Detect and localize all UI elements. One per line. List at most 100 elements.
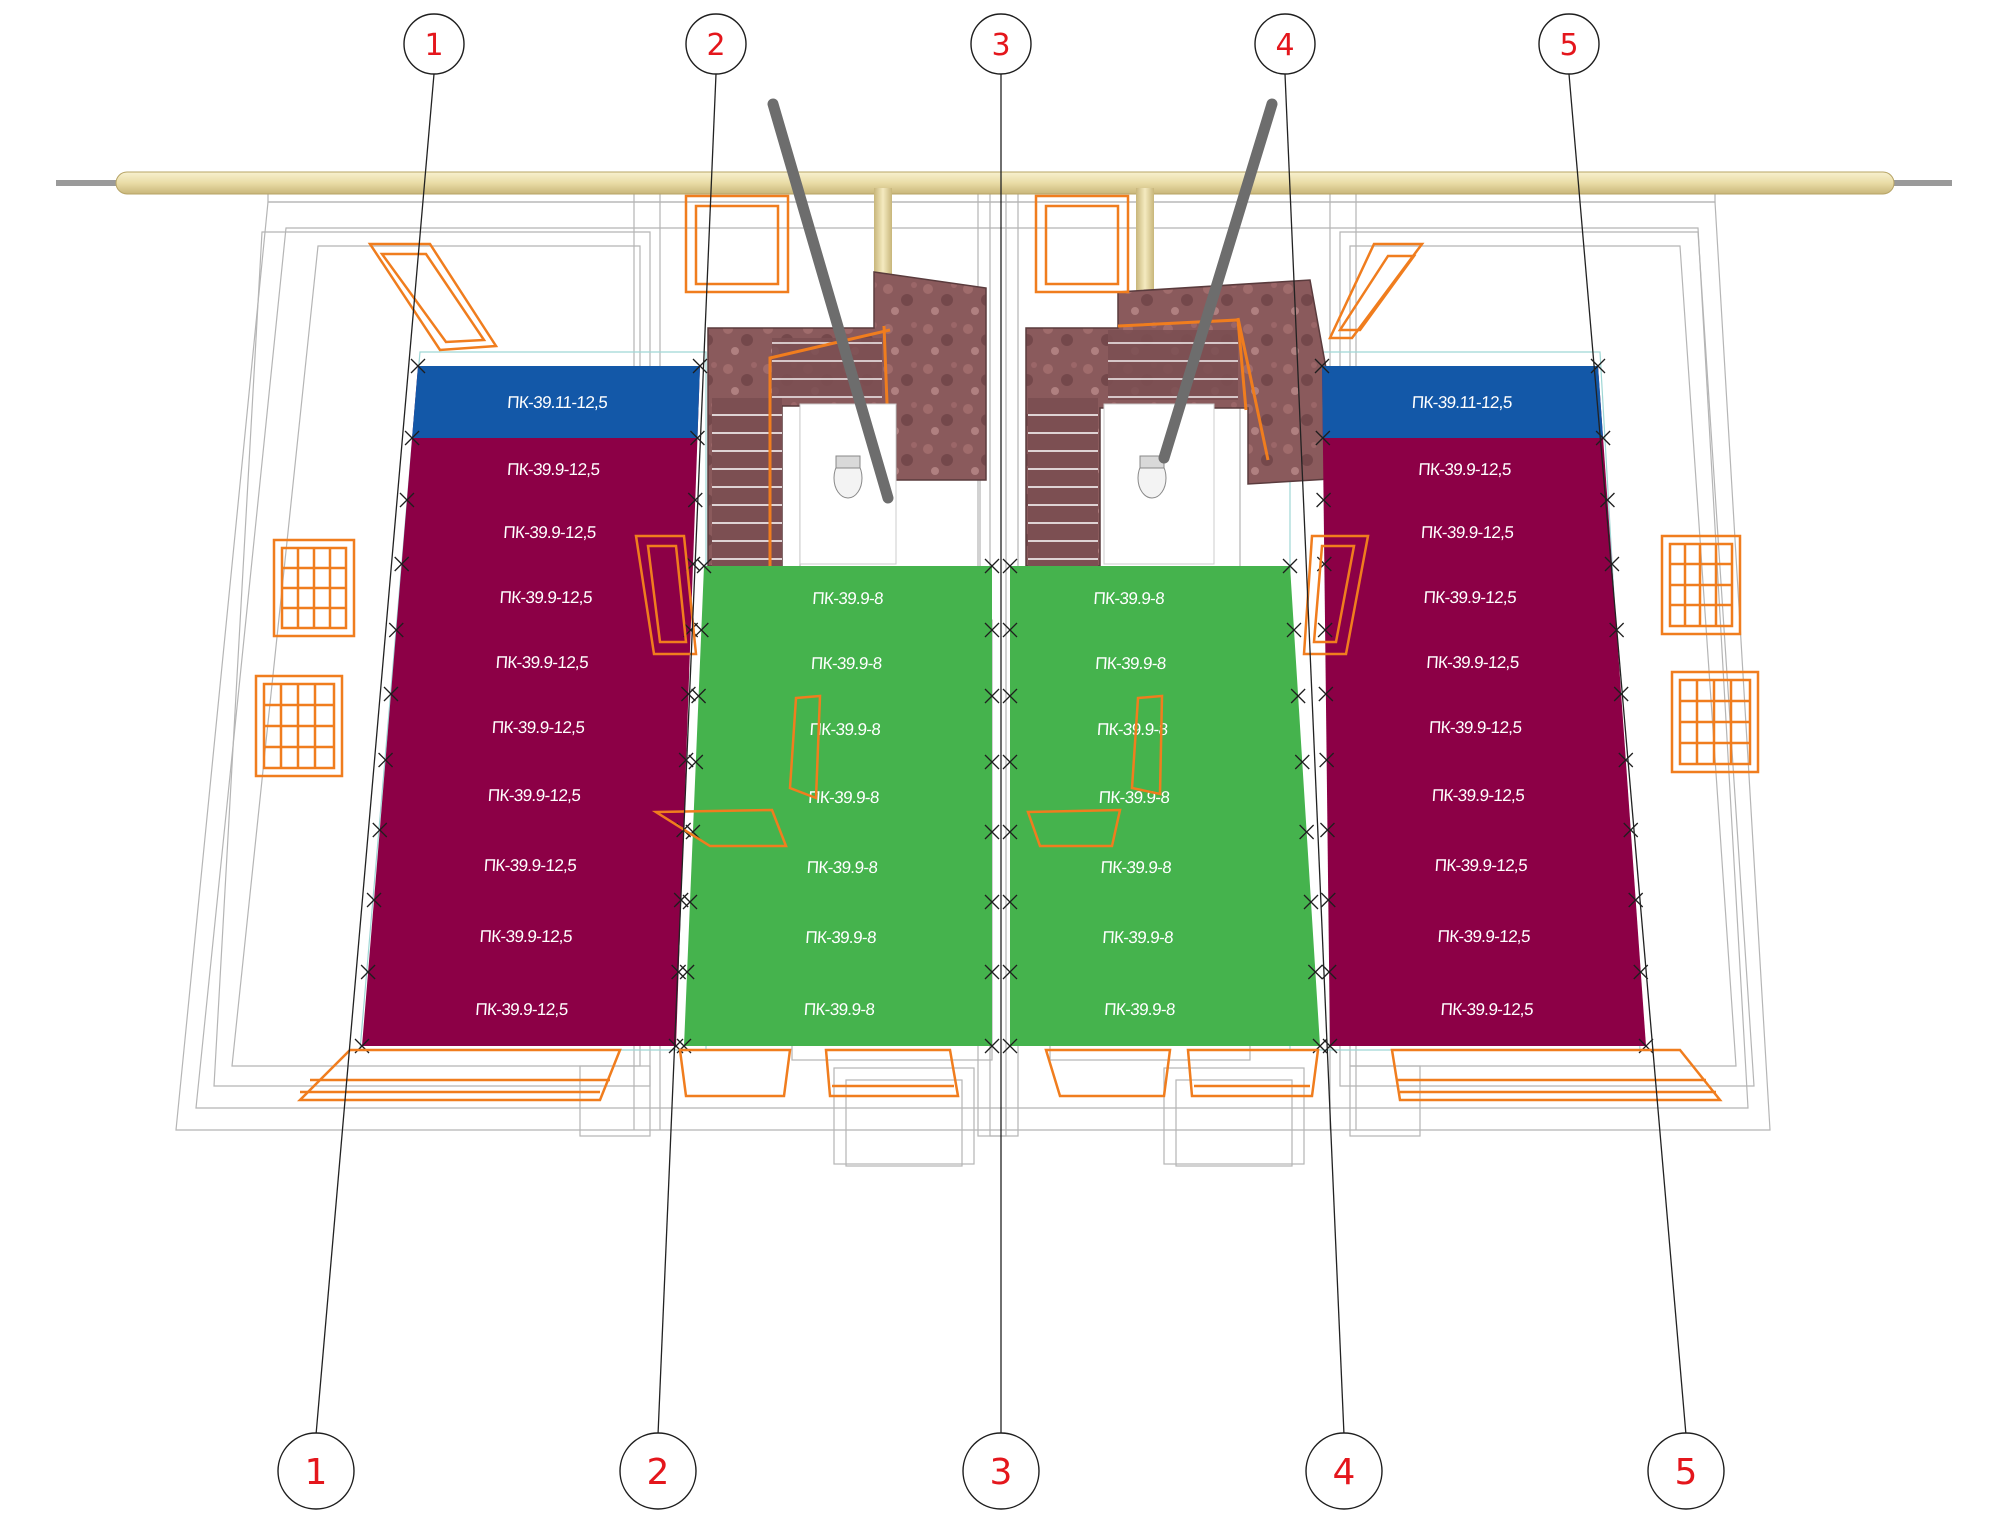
sill-center-right-2	[1044, 1048, 1172, 1098]
right-bay-end-slab	[1322, 366, 1604, 438]
slab-label-layer: ПК-39.11-12,5ПК-39.9-12,5ПК-39.9-12,5ПК-…	[475, 393, 1534, 1019]
slab-label: ПК-39.9-12,5	[1434, 856, 1528, 875]
slab-label: ПК-39.9-12,5	[1423, 588, 1517, 607]
slab-anchor-mark	[1623, 822, 1639, 838]
slab-anchor-mark	[1604, 556, 1620, 572]
slab-anchor-mark	[360, 964, 376, 980]
slab-label: ПК-39.9-12,5	[1431, 786, 1525, 805]
slab-anchor-mark	[984, 894, 1000, 910]
slab-label: ПК-39.11-12,5	[1411, 393, 1512, 412]
slab-anchor-mark	[1002, 894, 1018, 910]
grid-axis-label: 4	[1275, 28, 1294, 63]
slab-label: ПК-39.9-12,5	[491, 718, 585, 737]
window-frame-right-bottom	[1670, 670, 1760, 774]
slab-anchor-mark	[1307, 964, 1323, 980]
slab-label: ПК-39.9-12,5	[1437, 927, 1531, 946]
door-frame-low-right	[1026, 808, 1122, 848]
grid-axis-line	[315, 73, 435, 1436]
slab-anchor-mark	[1595, 430, 1611, 446]
slab-anchor-mark	[682, 894, 698, 910]
grid-axis-bubble-bottom: 5	[1647, 1432, 1725, 1510]
slab-anchor-mark	[984, 964, 1000, 980]
slab-label: ПК-39.9-12,5	[483, 856, 577, 875]
slab-label: ПК-39.11-12,5	[507, 393, 608, 412]
right-stair	[1025, 98, 1347, 567]
slab-label: ПК-39.9-8	[810, 654, 882, 673]
center-right-bay-slab-area	[1010, 566, 1320, 1046]
grid-axis-bubble-top: 4	[1254, 13, 1316, 75]
slab-anchor-mark	[1600, 492, 1615, 508]
slab-label: ПК-39.9-8	[1104, 1000, 1176, 1019]
slab-label: ПК-39.9-12,5	[495, 653, 589, 672]
slab-anchor-mark	[372, 822, 388, 838]
slab-anchor-mark	[687, 492, 703, 508]
slab-label: ПК-39.9-12,5	[1440, 1000, 1534, 1019]
slab-label: ПК-39.9-8	[806, 858, 878, 877]
slab-anchor-mark	[1316, 492, 1332, 508]
slab-label: ПК-39.9-12,5	[506, 460, 600, 479]
grid-axis-label: 2	[647, 1452, 670, 1493]
main-pipe	[56, 171, 1952, 316]
slab-label: ПК-39.9-12,5	[499, 588, 593, 607]
slab-anchor-mark	[984, 754, 1000, 770]
slab-anchor-mark	[1294, 754, 1310, 770]
slab-label: ПК-39.9-8	[812, 589, 884, 608]
door-frame-mid-left	[788, 694, 822, 800]
grid-axis-bubble-bottom: 1	[277, 1432, 355, 1510]
slab-anchor-mark	[383, 686, 399, 702]
grid-axis-label: 2	[706, 28, 725, 63]
slab-anchor-mark	[688, 754, 704, 770]
slab-anchor-mark	[1290, 688, 1306, 704]
grid-axis-bubble-bottom: 2	[619, 1432, 697, 1510]
window-frame-left-bottom	[254, 674, 344, 778]
slab-label: ПК-39.9-8	[1093, 589, 1165, 608]
slab-anchor-mark	[984, 558, 1000, 574]
grid-axis-bubble-top: 1	[403, 13, 465, 75]
slab-anchor-mark	[679, 964, 695, 980]
slab-anchor-mark	[404, 430, 420, 446]
slab-anchor-mark	[689, 430, 705, 446]
door-frame-low-left	[651, 808, 788, 848]
slab-layer	[354, 358, 1654, 1054]
slab-label: ПК-39.9-8	[809, 720, 881, 739]
sill-center-left	[824, 1048, 960, 1098]
slab-anchor-mark	[394, 556, 410, 572]
door-frame-mid-right-upper	[1302, 534, 1370, 656]
slab-anchor-mark	[680, 686, 696, 702]
slab-anchor-mark	[410, 358, 426, 374]
grid-axis-line	[1568, 73, 1687, 1436]
door-frame-center-left	[684, 194, 790, 294]
slab-anchor-mark	[692, 358, 708, 374]
slab-anchor-mark	[1002, 1038, 1018, 1054]
grid-axis-label: 3	[991, 28, 1010, 63]
slab-anchor-mark	[1002, 558, 1018, 574]
slab-anchor-mark	[1002, 688, 1018, 704]
door-frame-right-top	[1328, 242, 1425, 340]
slab-anchor-mark	[1613, 686, 1629, 702]
door-frame-left-top	[367, 242, 499, 352]
slab-anchor-mark	[1286, 622, 1302, 638]
center-left-bay-slab-area	[684, 566, 992, 1046]
slab-label: ПК-39.9-12,5	[1426, 653, 1520, 672]
window-frame-left-top	[272, 538, 356, 638]
slab-anchor-mark	[696, 558, 712, 574]
slab-anchor-mark	[984, 824, 1000, 840]
slab-anchor-mark	[678, 752, 694, 768]
grid-axis-line	[657, 73, 717, 1436]
slab-anchor-mark	[685, 824, 701, 840]
slab-anchor-mark	[984, 1038, 1000, 1054]
slab-anchor-mark	[1320, 822, 1335, 838]
slab-anchor-mark	[1303, 894, 1319, 910]
slab-anchor-mark	[1282, 558, 1298, 574]
grid-axis-label: 5	[1675, 1452, 1698, 1493]
slab-label: ПК-39.9-8	[803, 1000, 875, 1019]
slab-anchor-mark	[378, 752, 394, 768]
grid-axis-label: 1	[424, 28, 443, 63]
slab-label: ПК-39.9-8	[1095, 654, 1167, 673]
sill-left	[296, 1048, 622, 1102]
slab-label: ПК-39.9-12,5	[475, 1000, 569, 1019]
slab-label: ПК-39.9-12,5	[1420, 523, 1514, 542]
grid-axis-bubble-top: 3	[970, 13, 1032, 75]
slab-anchor-mark	[1002, 824, 1018, 840]
